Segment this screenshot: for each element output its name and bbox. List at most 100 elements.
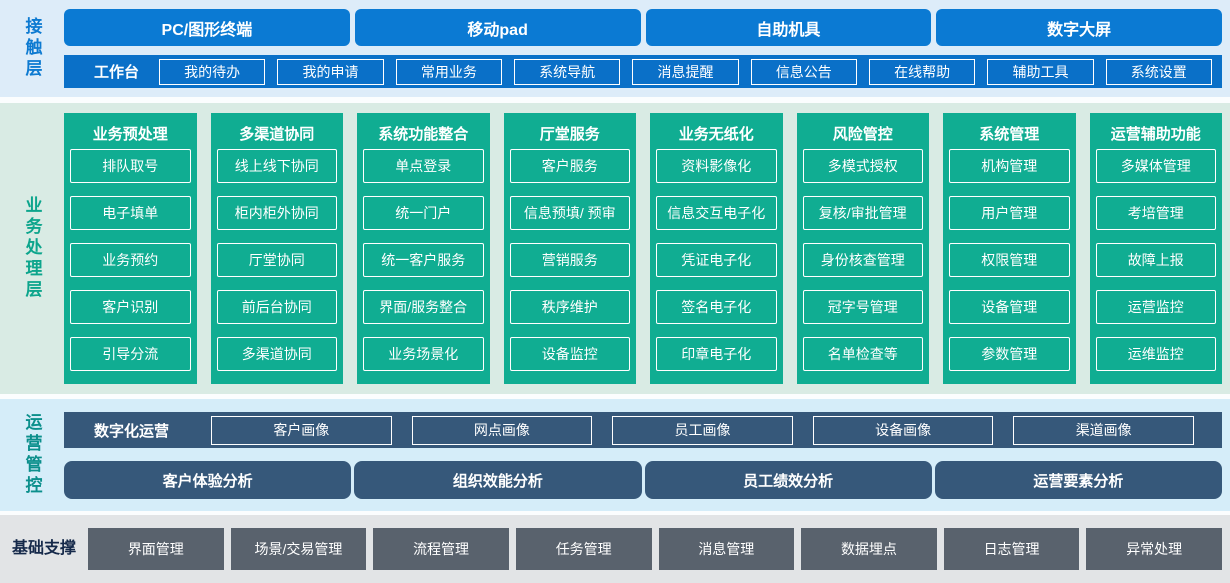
- business-column: 厅堂服务 客户服务 信息预填/ 预审 营销服务 秩序维护 设备监控: [503, 113, 636, 384]
- business-item: 多媒体管理: [1095, 149, 1216, 183]
- business-item: 客户服务: [509, 149, 630, 183]
- contact-layer-label: 接触层: [22, 17, 42, 80]
- portrait-items: 客户画像 网点画像 员工画像 设备画像 渠道画像: [211, 415, 1194, 445]
- business-layer-body: 业务预处理 排队取号 电子填单 业务预约 客户识别 引导分流: [64, 103, 1222, 394]
- business-item: 界面/服务整合: [363, 290, 484, 324]
- foundation-item: 流程管理: [373, 528, 509, 570]
- business-item: 身份核查管理: [802, 243, 923, 277]
- business-item: 线上线下协同: [216, 149, 337, 183]
- workbench-item: 系统设置: [1105, 58, 1212, 85]
- business-column-items: 客户服务 信息预填/ 预审 营销服务 秩序维护 设备监控: [509, 149, 630, 384]
- digital-operations-bar: 数字化运营 客户画像 网点画像 员工画像 设备画像 渠道画像: [64, 412, 1222, 448]
- business-item: 权限管理: [949, 243, 1070, 277]
- business-item: 多渠道协同: [216, 337, 337, 371]
- business-item: 冠字号管理: [802, 290, 923, 324]
- business-column-title: 业务预处理: [92, 125, 168, 143]
- portrait-item: 设备画像: [812, 415, 994, 445]
- business-item: 客户识别: [70, 290, 191, 324]
- business-item: 凭证电子化: [656, 243, 777, 277]
- business-item: 考培管理: [1095, 196, 1216, 230]
- workbench-item: 消息提醒: [632, 58, 739, 85]
- workbench-item: 常用业务: [395, 58, 502, 85]
- business-column-title: 系统功能整合: [378, 125, 469, 143]
- portrait-item: 网点画像: [411, 415, 593, 445]
- terminal-block: 数字大屏: [936, 9, 1222, 46]
- business-column: 多渠道协同 线上线下协同 柜内柜外协同 厅堂协同 前后台协同 多渠道协同: [210, 113, 343, 384]
- foundation-layer-body: 界面管理 场景/交易管理 流程管理 任务管理 消息管理 数据埋点 日志管理 异常…: [88, 515, 1222, 583]
- business-column-title: 风险管控: [832, 125, 893, 143]
- foundation-item: 场景/交易管理: [230, 528, 367, 570]
- workbench-item: 在线帮助: [868, 58, 976, 85]
- business-column: 业务无纸化 资料影像化 信息交互电子化 凭证电子化 签名电子化 印章电子化: [650, 113, 783, 384]
- business-column-items: 多媒体管理 考培管理 故障上报 运营监控 运维监控: [1095, 149, 1216, 384]
- business-column-items: 机构管理 用户管理 权限管理 设备管理 参数管理: [949, 149, 1070, 384]
- terminal-block: 自助机具: [645, 9, 932, 46]
- business-item: 设备管理: [949, 290, 1070, 324]
- business-item: 排队取号: [70, 149, 191, 183]
- foundation-item: 日志管理: [943, 528, 1080, 570]
- portrait-item: 客户画像: [211, 415, 392, 445]
- analysis-block: 运营要素分析: [934, 461, 1222, 499]
- business-column-items: 资料影像化 信息交互电子化 凭证电子化 签名电子化 印章电子化: [656, 149, 777, 384]
- foundation-item: 消息管理: [658, 528, 795, 570]
- contact-layer-body: PC/图形终端 移动pad 自助机具 数字大屏 工作台 我的待办 我的申请: [64, 0, 1222, 97]
- business-item: 业务预约: [70, 243, 191, 277]
- contact-layer-section: 接触层 PC/图形终端 移动pad 自助机具 数字大屏 工作台 我的待办: [0, 0, 1230, 97]
- business-item: 多模式授权: [802, 149, 923, 183]
- foundation-item: 任务管理: [515, 528, 652, 570]
- business-item: 信息交互电子化: [656, 196, 777, 230]
- business-column: 风险管控 多模式授权 复核/审批管理 身份核查管理 冠字号管理 名单检查等: [796, 113, 929, 384]
- business-column: 运营辅助功能 多媒体管理 考培管理 故障上报 运营监控 运维监控: [1089, 113, 1222, 384]
- business-item: 统一客户服务: [363, 243, 484, 277]
- business-column: 系统管理 机构管理 用户管理 权限管理 设备管理 参数管理: [943, 113, 1076, 384]
- business-item: 业务场景化: [363, 337, 484, 371]
- business-item: 复核/审批管理: [802, 196, 923, 230]
- business-column-items: 排队取号 电子填单 业务预约 客户识别 引导分流: [70, 149, 191, 384]
- business-item: 故障上报: [1095, 243, 1216, 277]
- workbench-item: 我的待办: [159, 58, 266, 85]
- business-item: 电子填单: [70, 196, 191, 230]
- analysis-block: 组织效能分析: [354, 461, 642, 499]
- analysis-block: 客户体验分析: [64, 461, 352, 499]
- business-column: 系统功能整合 单点登录 统一门户 统一客户服务 界面/服务整合 业务场景化: [357, 113, 490, 384]
- business-column-title: 系统管理: [979, 125, 1040, 143]
- digital-operations-label: 数字化运营: [94, 422, 170, 440]
- portrait-item: 员工画像: [612, 415, 793, 445]
- business-item: 资料影像化: [656, 149, 777, 183]
- workbench-items: 我的待办 我的申请 常用业务 系统导航 消息提醒 信息公告 在线帮助 辅助工具: [159, 58, 1212, 85]
- business-item: 参数管理: [949, 337, 1070, 371]
- foundation-item: 数据埋点: [801, 528, 937, 570]
- operations-layer-body: 数字化运营 客户画像 网点画像 员工画像 设备画像 渠道画像: [64, 399, 1222, 511]
- business-column-title: 业务无纸化: [678, 125, 754, 143]
- business-item: 用户管理: [949, 196, 1070, 230]
- analysis-row: 客户体验分析 组织效能分析 员工绩效分析 运营要素分析: [64, 461, 1222, 499]
- foundation-item: 异常处理: [1086, 528, 1222, 570]
- business-column: 业务预处理 排队取号 电子填单 业务预约 客户识别 引导分流: [64, 113, 197, 384]
- business-layer-section: 业务处理层 业务预处理 排队取号 电子填单 业务预约 客户识别: [0, 103, 1230, 394]
- workbench-item: 我的申请: [277, 58, 384, 85]
- business-layer-label: 业务处理层: [22, 196, 42, 301]
- workbench-item: 信息公告: [750, 58, 857, 85]
- business-item: 单点登录: [363, 149, 484, 183]
- business-item: 信息预填/ 预审: [509, 196, 630, 230]
- workbench-bar: 工作台 我的待办 我的申请 常用业务 系统导航 消息提醒 信息公告: [64, 55, 1222, 88]
- analysis-block: 员工绩效分析: [644, 461, 932, 499]
- business-item: 厅堂协同: [216, 243, 337, 277]
- business-column-title: 厅堂服务: [539, 125, 600, 143]
- terminal-block: 移动pad: [354, 9, 641, 46]
- foundation-item: 界面管理: [88, 528, 224, 570]
- foundation-layer-label: 基础支撑: [12, 539, 77, 557]
- workbench-label: 工作台: [94, 64, 140, 81]
- business-item: 前后台协同: [216, 290, 337, 324]
- operations-layer-label: 运营管控: [22, 413, 42, 497]
- business-column-items: 单点登录 统一门户 统一客户服务 界面/服务整合 业务场景化: [363, 149, 484, 384]
- operations-layer-section: 运营管控 数字化运营 客户画像 网点画像 员工画像 设备画像 渠道画像: [0, 399, 1230, 511]
- business-item: 运营监控: [1095, 290, 1216, 324]
- business-item: 签名电子化: [656, 290, 777, 324]
- business-item: 设备监控: [509, 337, 630, 371]
- workbench-item: 系统导航: [514, 58, 621, 85]
- business-item: 名单检查等: [802, 337, 923, 371]
- business-item: 柜内柜外协同: [216, 196, 337, 230]
- business-column-title: 多渠道协同: [239, 125, 315, 143]
